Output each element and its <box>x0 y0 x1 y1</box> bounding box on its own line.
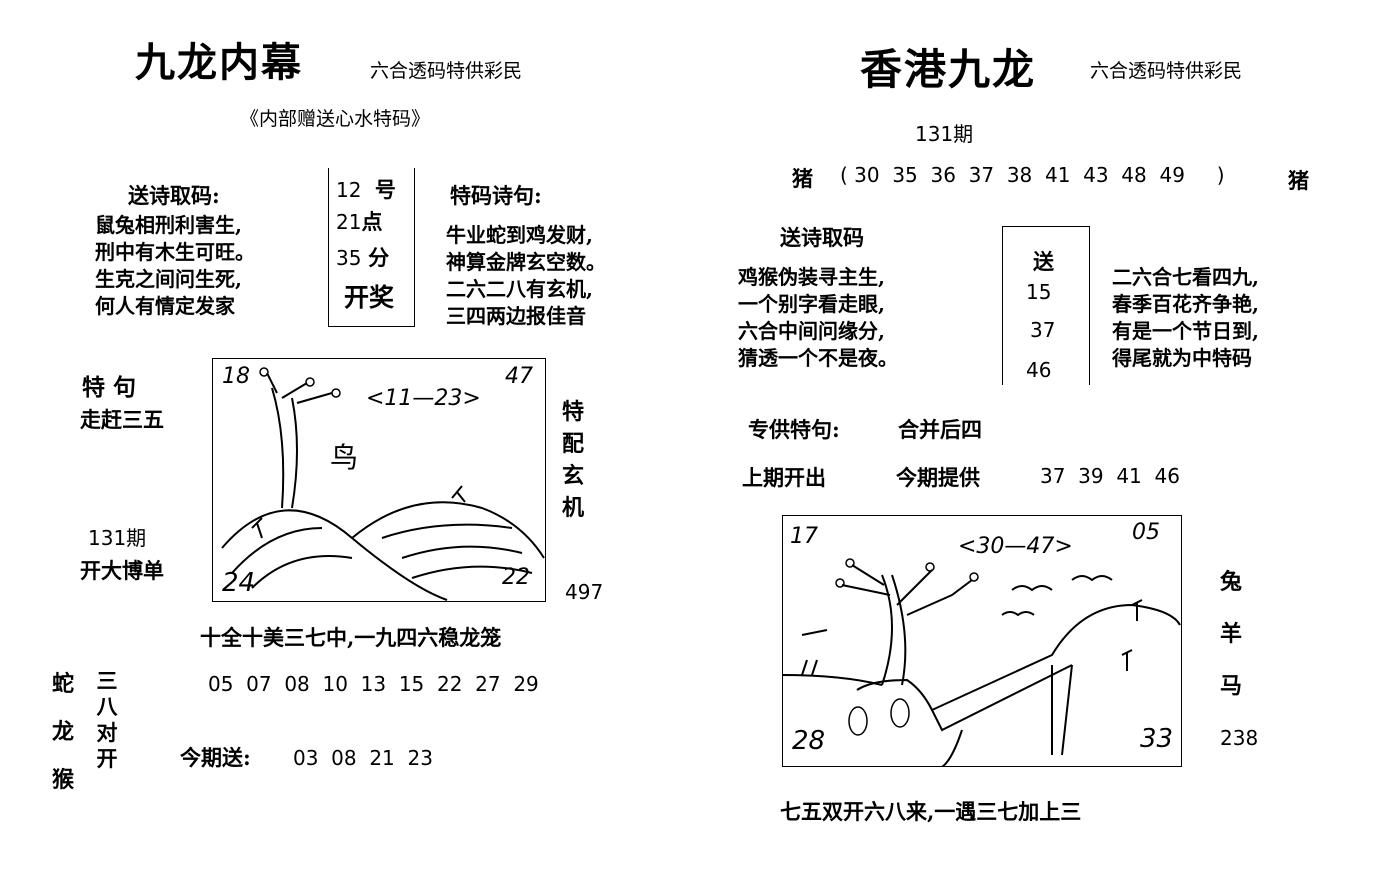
left-numbers: 05 07 08 10 13 15 22 27 29 <box>208 672 539 696</box>
poem-line: 鼠兔相刑利害生, <box>95 213 242 237</box>
bet-text: 开大博单 <box>80 558 164 583</box>
left-pic-tr: 47 <box>505 364 533 389</box>
left-pic-range: <11—23> <box>366 386 481 411</box>
poem-line: 鸡猴伪装寻主生, <box>738 265 885 289</box>
schedule-label: 开奖 <box>344 283 395 312</box>
left-sketch-drawing <box>221 367 545 601</box>
send-label: 送 <box>1033 249 1054 274</box>
poem-line: 刑中有木生可旺。 <box>95 240 255 264</box>
right-side-zodiacs: 兔 羊 马 <box>1219 569 1242 699</box>
send-box <box>1002 226 1090 385</box>
right-title: 香港九龙 <box>860 45 1037 94</box>
schedule-hour: 21点 <box>336 209 383 234</box>
teju-text: 走赶三五 <box>80 407 164 432</box>
poem-line: 二六二八有玄机, <box>446 277 593 301</box>
right-tagline: 六合透码特供彩民 <box>1090 60 1243 82</box>
today-numbers: 03 08 21 23 <box>293 746 433 770</box>
right-picture-frame <box>782 515 1182 767</box>
right-pic-br: 33 <box>1140 724 1174 754</box>
poem-line: 一个别字看走眼, <box>738 292 885 316</box>
poem-line: 猜透一个不是夜。 <box>738 346 898 370</box>
left-slogan: 十全十美三七中,一九四六稳龙笼 <box>200 625 502 650</box>
today-label: 今期送: <box>180 745 251 770</box>
poem-line: 三四两边报佳音 <box>446 304 586 328</box>
right-poem-2: 二六合七看四九, 春季百花齐争艳, 有是一个节日到, 得尾就为中特码 <box>1112 264 1259 372</box>
send-number: 37 <box>1030 318 1056 342</box>
left-pic-char: 鸟 <box>330 441 359 474</box>
schedule-box <box>328 168 415 327</box>
right-slogan: 七五双开六八来,一遇三七加上三 <box>780 799 1082 824</box>
send-number: 46 <box>1026 358 1052 382</box>
left-pic-br: 22 <box>502 565 530 590</box>
provide-numbers: 37 39 41 46 <box>1040 464 1180 488</box>
schedule-day: 12 号 <box>336 177 396 202</box>
pig-right: 猪 <box>1288 168 1309 193</box>
last-label: 上期开出 <box>742 465 826 490</box>
poem-line: 生克之间问生死, <box>95 267 242 291</box>
special-heading: 特码诗句: <box>450 183 542 208</box>
left-poem-heading: 送诗取码: <box>128 183 220 208</box>
poem-line: 六合中间问缘分, <box>738 319 885 343</box>
poem-line: 得尾就为中特码 <box>1112 346 1252 370</box>
right-issue: 131期 <box>915 122 974 146</box>
left-subtitle: 《内部赠送心水特码》 <box>240 108 431 130</box>
left-poem: 鼠兔相刑利害生, 刑中有木生可旺。 生克之间问生死, 何人有情定发家 <box>95 212 255 320</box>
special-label: 专供特句: <box>748 417 840 442</box>
right-pic-tl: 17 <box>790 524 818 549</box>
teju-label: 特 句 <box>82 374 137 401</box>
poem-line: 神算金牌玄空数。 <box>446 250 606 274</box>
poem-line: 何人有情定发家 <box>95 294 235 318</box>
poem-line: 牛业蛇到鸡发财, <box>446 223 593 247</box>
poem-line: 二六合七看四九, <box>1112 265 1259 289</box>
special-poem: 牛业蛇到鸡发财, 神算金牌玄空数。 二六二八有玄机, 三四两边报佳音 <box>446 222 606 330</box>
provide-label: 今期提供 <box>896 465 980 490</box>
poem-line: 有是一个节日到, <box>1112 319 1259 343</box>
pig-numbers: ( 30 35 36 37 38 41 43 48 49 ) <box>840 163 1225 187</box>
right-sketch-drawing <box>782 558 1181 767</box>
right-side-number: 238 <box>1220 726 1259 750</box>
left-side-vertical: 特配玄机 <box>561 399 584 521</box>
send-number: 15 <box>1026 280 1052 304</box>
left-side-number: 497 <box>565 580 604 604</box>
left-title: 九龙内幕 <box>135 39 303 86</box>
right-pic-tr: 05 <box>1132 520 1160 545</box>
right-pic-bl: 28 <box>792 726 826 756</box>
poem-line: 春季百花齐争艳, <box>1112 292 1259 316</box>
pig-left: 猪 <box>792 166 813 191</box>
left-pic-tl: 18 <box>222 364 250 389</box>
special-text: 合并后四 <box>898 417 982 442</box>
schedule-minute: 35 分 <box>336 245 390 270</box>
left-pic-bl: 24 <box>222 568 256 598</box>
zodiac-vertical: 蛇 龙 猴 <box>51 671 74 793</box>
right-poem-heading: 送诗取码 <box>780 225 864 250</box>
duikai-vertical: 三八对开 <box>96 668 118 771</box>
right-poem: 鸡猴伪装寻主生, 一个别字看走眼, 六合中间问缘分, 猜透一个不是夜。 <box>738 264 898 372</box>
left-picture-frame <box>212 358 546 602</box>
right-pic-range: <30—47> <box>958 534 1073 559</box>
left-issue: 131期 <box>88 526 147 550</box>
left-tagline: 六合透码特供彩民 <box>370 60 523 82</box>
